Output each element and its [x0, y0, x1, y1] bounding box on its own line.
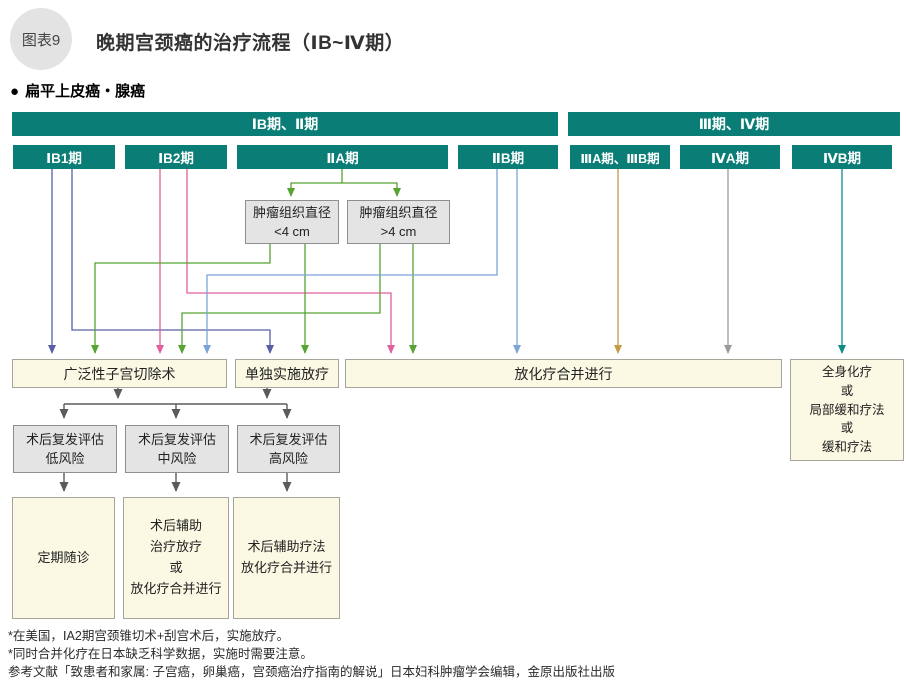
followup-box-high: 术后辅助疗法 放化疗合并进行: [233, 497, 340, 619]
risk-box-high: 术后复发评估 高风险: [237, 425, 340, 473]
treatment-box-radiation: 单独实施放疗: [235, 359, 339, 388]
stage-label: ⅣA期: [710, 151, 750, 166]
connector-iia-to-over4cm: [342, 182, 401, 197]
treatment-line: 全身化疗: [821, 365, 872, 380]
criteria-text: 肿瘤组织直径: [359, 204, 438, 220]
figure-badge: 图表9: [10, 8, 72, 70]
section-title: 扁平上皮癌・腺癌: [25, 83, 146, 100]
stage-label: ⅠB1期: [46, 151, 82, 166]
connector-iib-to-surgery: [203, 169, 498, 354]
stage-box-iia: ⅡA期: [237, 145, 448, 169]
footnote-2: *同时合并化疗在日本缺乏科学数据，实施时需要注意。: [8, 647, 313, 661]
followup-line: 或: [169, 560, 183, 575]
group-bar-label: Ⅲ期、Ⅳ期: [698, 116, 770, 132]
treatment-box-surgery: 广泛性子宫切除术: [12, 359, 227, 388]
stage-label: ⅣB期: [822, 151, 862, 166]
followup-line: 放化疗合并进行: [130, 580, 222, 596]
criteria-box-under-4cm: 肿瘤组织直径 <4 cm: [245, 200, 339, 244]
risk-level: 中风险: [157, 451, 197, 466]
stage-label: ⅡB期: [491, 151, 525, 166]
risk-level: 高风险: [268, 451, 308, 466]
risk-text: 术后复发评估: [25, 431, 104, 447]
treatment-box-systemic: 全身化疗 或 局部缓和疗法 或 缓和疗法: [790, 359, 904, 461]
treatment-line: 局部缓和疗法: [809, 402, 885, 417]
page-title: 晚期宫颈癌的治疗流程（ⅠB~Ⅳ期）: [96, 33, 405, 54]
risk-text: 术后复发评估: [137, 431, 216, 447]
risk-box-mid: 术后复发评估 中风险: [125, 425, 229, 473]
treatment-line: 缓和疗法: [821, 440, 872, 455]
risk-text: 术后复发评估: [249, 431, 328, 447]
followup-box-low: 定期随诊: [12, 497, 115, 619]
stage-box-ib2: ⅠB2期: [125, 145, 227, 169]
followup-line: 治疗放疗: [149, 539, 202, 555]
treatment-line: 或: [840, 421, 854, 436]
stage-label: ⅢA期、ⅢB期: [580, 151, 660, 166]
stage-box-iiia-iiib: ⅢA期、ⅢB期: [570, 145, 670, 169]
stage-label: ⅡA期: [326, 151, 359, 166]
treatment-label: 广泛性子宫切除术: [63, 365, 176, 382]
stage-box-ib1: ⅠB1期: [13, 145, 115, 169]
group-bar-label: ⅠB期、Ⅱ期: [251, 116, 319, 132]
risk-box-low: 术后复发评估 低风险: [13, 425, 117, 473]
followup-box-mid: 术后辅助 治疗放疗 或 放化疗合并进行: [123, 497, 229, 619]
stage-label: ⅠB2期: [158, 151, 194, 166]
stage-box-iva: ⅣA期: [680, 145, 780, 169]
stage-box-iib: ⅡB期: [458, 145, 558, 169]
followup-line: 术后辅助: [149, 518, 202, 534]
connector-under4cm-to-surgery: [91, 242, 271, 354]
connector-ib2-to-chemoradiation: [186, 169, 395, 354]
footnote-1: *在美国，ⅠA2期宫颈锥切术+刮宫术后，实施放疗。: [8, 629, 290, 643]
criteria-box-over-4cm: 肿瘤组织直径 >4 cm: [347, 200, 450, 244]
connector-over4cm-to-surgery: [178, 242, 381, 354]
followup-line: 术后辅助疗法: [247, 539, 326, 555]
criteria-text: 肿瘤组织直径: [252, 204, 331, 220]
followup-line: 定期随诊: [37, 549, 90, 565]
criteria-value: <4 cm: [274, 224, 310, 239]
group-bar-iii-iv: Ⅲ期、Ⅳ期: [568, 112, 900, 136]
group-bar-ib-ii: ⅠB期、Ⅱ期: [12, 112, 558, 136]
treatment-box-chemoradiation: 放化疗合并进行: [345, 359, 782, 388]
bullet-icon: ●: [10, 83, 20, 100]
reference-line: 参考文献「致患者和家属: 子宫癌，卵巢癌，宫颈癌治疗指南的解说」日本妇科肿瘤学会…: [8, 665, 615, 679]
treatment-label: 单独实施放疗: [245, 365, 329, 382]
figure-badge-label: 图表9: [21, 31, 61, 49]
treatment-label: 放化疗合并进行: [514, 365, 613, 382]
followup-line: 放化疗合并进行: [240, 560, 332, 575]
connector-ib1-to-radiation: [71, 169, 274, 354]
stage-box-ivb: ⅣB期: [792, 145, 892, 169]
criteria-value: >4 cm: [380, 224, 417, 239]
connector-iia-to-under4cm: [287, 169, 343, 197]
treatment-line: 或: [840, 383, 854, 398]
risk-level: 低风险: [45, 451, 85, 466]
section-header: ● 扁平上皮癌・腺癌: [10, 80, 145, 101]
